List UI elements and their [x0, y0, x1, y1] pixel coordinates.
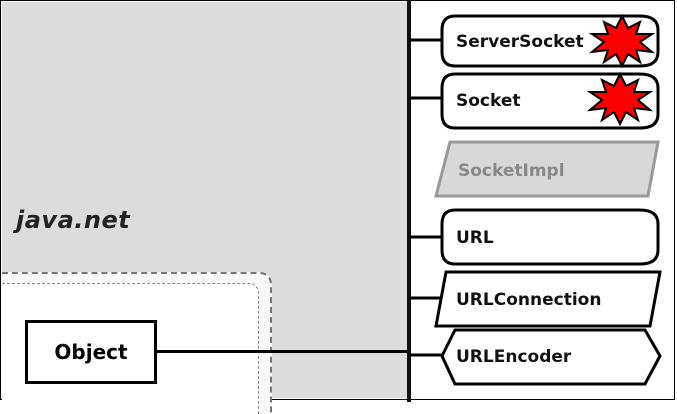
package-label: java.net [16, 206, 131, 234]
class-url-label: URL [456, 228, 494, 248]
class-urlconnection-label: URLConnection [456, 290, 601, 310]
class-urlconnection-shape [434, 270, 662, 328]
object-connector-line [157, 350, 409, 353]
class-socket: Socket [440, 71, 660, 130]
hierarchy-spine-line [407, 0, 411, 402]
class-urlencoder-shape [440, 328, 662, 386]
object-class-label: Object [54, 340, 128, 364]
class-url: URL [440, 208, 660, 266]
class-list: ServerSocket Socket SocketImpl URL URLCo… [409, 13, 662, 386]
class-socketimpl: SocketImpl [434, 140, 660, 198]
red-starburst-icon [588, 13, 656, 69]
red-starburst-icon [586, 71, 654, 127]
class-urlconnection: URLConnection [434, 270, 662, 328]
class-socketimpl-label: SocketImpl [458, 161, 565, 181]
class-urlencoder-label: URLEncoder [456, 347, 572, 367]
class-urlencoder: URLEncoder [440, 328, 662, 386]
class-serversocket-label: ServerSocket [456, 32, 584, 52]
class-serversocket: ServerSocket [440, 13, 660, 69]
class-serversocket-shape [440, 14, 660, 68]
class-socket-label: Socket [456, 91, 521, 111]
class-url-shape [440, 208, 660, 266]
class-socketimpl-shape [434, 140, 660, 198]
object-class-box: Object [25, 320, 157, 384]
